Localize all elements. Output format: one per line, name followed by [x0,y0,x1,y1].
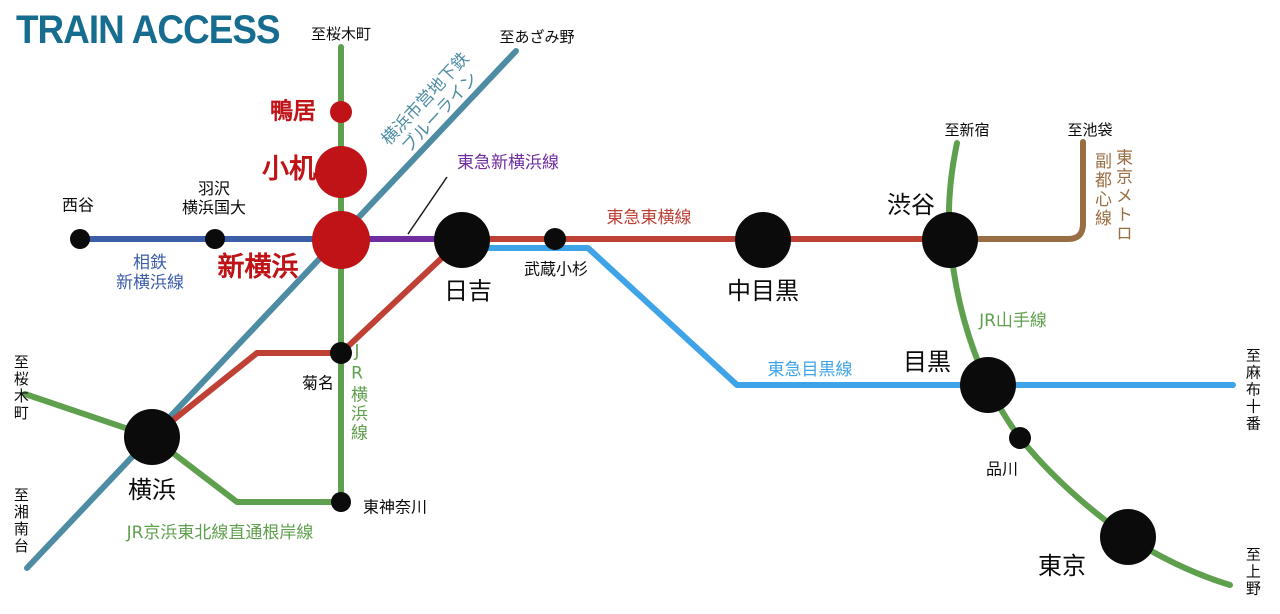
station-dot-shinagawa [1009,427,1031,449]
station-label-hazawa-yokohamakokudai: 羽沢 横浜国大 [181,179,247,218]
line-label-sotetsu-shinyokohama: 相鉄 新横浜線 [116,253,184,293]
station-dot-nakameguro [735,212,791,268]
line-label-sotetsu-line2: 新横浜線 [116,273,184,293]
blue-line-track [24,48,519,571]
station-label-kikuna: 菊名 [301,373,335,393]
station-label-nishiya: 西谷 [61,195,95,215]
label-pointer-line [407,176,448,235]
direction-label-shinjuku: 至新宿 [944,121,990,140]
station-label-kamoi: 鴨居 [270,98,316,125]
direction-label-azamino: 至あざみ野 [499,28,575,47]
station-label-musashikosugi: 武蔵小杉 [523,259,589,279]
line-label-tokyu-shinyokohama: 東急新横浜線 [457,152,559,173]
station-dot-hiyoshi [434,212,490,268]
station-dot-kikuna [330,342,352,364]
station-label-hazawa-line1: 羽沢 [197,179,231,199]
direction-label-sakuragicho-left: 至桜木町 [11,354,30,422]
line-label-tokyu-meguro: 東急目黒線 [767,359,853,380]
station-label-nakameguro: 中目黒 [727,276,799,305]
direction-label-azabujuban: 至麻布十番 [1243,347,1262,433]
station-label-hazawa-line2: 横浜国大 [181,198,247,217]
line-label-jr-yamanote: JR山手線 [979,310,1047,331]
station-dot-kozukue [315,146,367,198]
line-label-fukutoshin-line2: 副都心線 [1091,152,1112,228]
page-title: TRAIN ACCESS [16,8,281,52]
negishi-line-track [22,391,344,505]
station-label-meguro: 目黒 [903,347,951,376]
direction-label-ueno: 至上野 [1243,546,1262,598]
line-label-fukutoshin-line1: 東京メトロ [1112,148,1133,244]
station-label-shinagawa: 品川 [985,459,1019,479]
direction-label-ikebukuro: 至池袋 [1067,121,1113,140]
line-label-negishi: JR京浜東北線直通根岸線 [126,522,314,543]
station-dot-meguro [960,357,1016,413]
station-dot-shibuya [922,212,978,268]
station-dot-kamoi [330,101,352,123]
station-label-higashikanagawa: 東神奈川 [362,497,428,517]
station-dot-hazawa-yokohamakokudai [205,229,225,249]
station-label-shibuya: 渋谷 [887,190,935,219]
station-dot-yokohama [124,409,180,465]
station-label-tokyo: 東京 [1038,551,1086,580]
line-label-tokyu-toyoko: 東急東横線 [606,207,692,228]
station-label-hiyoshi: 日吉 [444,276,492,305]
fukutoshin-line-track [947,139,1086,242]
direction-label-sakuragicho-top: 至桜木町 [310,25,372,44]
station-label-shinyokohama: 新横浜 [217,252,299,284]
station-label-kozukue: 小机 [262,154,316,186]
line-label-sotetsu-line1: 相鉄 [133,252,167,273]
station-dot-tokyo [1100,509,1156,565]
station-dot-higashikanagawa [331,492,351,512]
station-dot-nishiya [70,229,90,249]
station-label-yokohama: 横浜 [128,475,176,504]
station-dot-shinyokohama [312,211,370,269]
line-label-jr-yokohama: JR横浜線 [347,341,368,443]
station-dot-musashikosugi [544,228,566,250]
direction-label-shonandai: 至湘南台 [11,487,30,555]
